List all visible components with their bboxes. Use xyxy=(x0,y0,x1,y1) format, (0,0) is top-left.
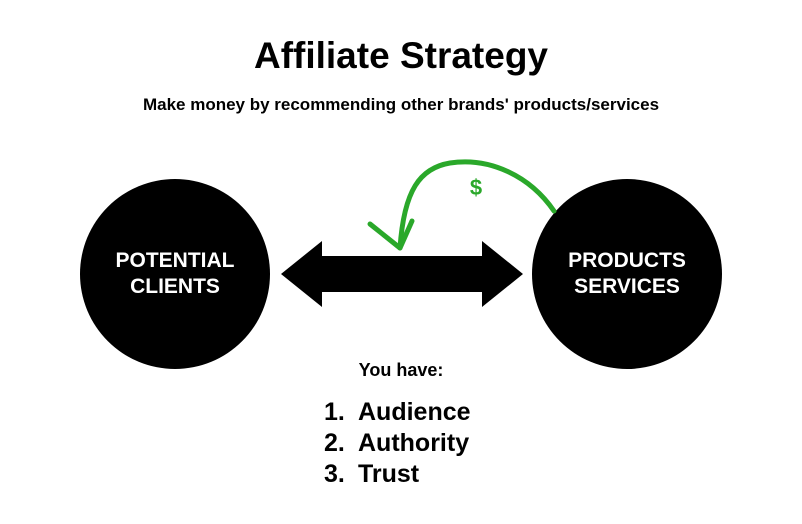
list-item: 3. Trust xyxy=(324,459,471,490)
diagram-subtitle: Make money by recommending other brands'… xyxy=(142,95,660,114)
potential-clients-label-line-1: POTENTIAL xyxy=(115,249,235,272)
products-services-label-line-2: SERVICES xyxy=(574,275,680,298)
assets-list: 1. Audience 2. Authority 3. Trust xyxy=(324,397,471,490)
potential-clients-node: POTENTIAL CLIENTS xyxy=(80,179,270,369)
products-services-label-line-1: PRODUCTS xyxy=(568,249,686,272)
dollar-sign-label: $ xyxy=(470,175,482,200)
you-have-label: You have: xyxy=(358,360,444,380)
list-item: 2. Authority xyxy=(324,428,471,459)
list-item-number: 1. xyxy=(324,398,345,426)
list-item: 1. Audience xyxy=(324,397,471,428)
double-headed-arrow xyxy=(281,241,523,307)
list-item-label: Trust xyxy=(358,460,420,488)
money-flow-arrowhead xyxy=(367,218,415,251)
diagram-title: Affiliate Strategy xyxy=(253,35,548,76)
list-item-label: Audience xyxy=(358,398,471,426)
potential-clients-label-line-2: CLIENTS xyxy=(130,275,220,298)
list-item-number: 3. xyxy=(324,460,345,488)
list-item-label: Authority xyxy=(358,429,470,457)
money-flow-arrow xyxy=(397,159,557,251)
list-item-number: 2. xyxy=(324,429,345,457)
products-services-node: PRODUCTS SERVICES xyxy=(532,179,722,369)
